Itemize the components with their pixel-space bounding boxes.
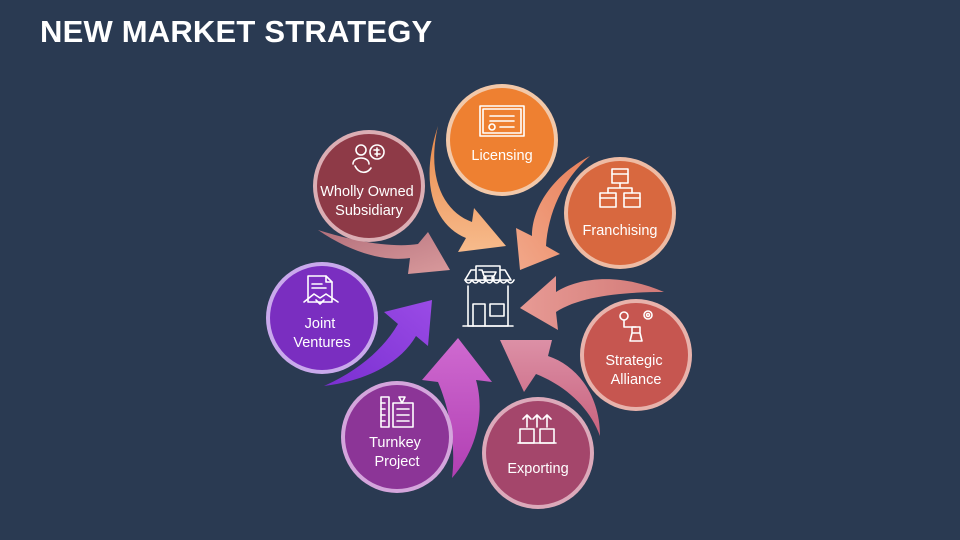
node-label: Franchising — [583, 223, 658, 239]
arrow-wholly-owned — [318, 230, 450, 274]
svg-text:Wholly Owned Subsidiary: Wholly Owned Subsidiary — [320, 184, 418, 219]
export-boxes-icon — [517, 414, 557, 444]
node-label: Joint — [305, 316, 336, 332]
franchise-stores-icon — [599, 168, 641, 208]
node-exporting[interactable]: Exporting — [482, 397, 594, 509]
node-strategic-alliance[interactable]: Strategic Alliance — [580, 299, 692, 411]
market-store-icon — [462, 265, 515, 327]
node-label: Alliance — [611, 372, 662, 388]
node-label: Ventures — [293, 335, 350, 351]
blueprint-tools-icon — [380, 396, 414, 428]
arrow-franchising — [516, 156, 590, 270]
arrow-exporting — [500, 340, 600, 436]
svg-text:Exporting: Exporting — [507, 461, 568, 477]
arrow-strategic-alliance — [520, 276, 664, 330]
node-label: Strategic — [605, 353, 662, 369]
node-joint-ventures[interactable]: Joint Ventures — [266, 262, 378, 374]
node-label: Project — [374, 454, 419, 470]
svg-text:Strategic Alliance: Strategic Alliance — [605, 353, 666, 388]
svg-text:Joint Ventures: Joint Ventures — [293, 316, 350, 351]
people-money-icon — [352, 144, 385, 174]
handshake-document-icon — [303, 275, 339, 305]
node-franchising[interactable]: Franchising — [564, 157, 676, 269]
chess-strategy-icon — [619, 310, 653, 342]
node-label: Licensing — [471, 148, 532, 164]
arrow-joint-ventures — [324, 300, 432, 386]
arrows — [318, 126, 664, 478]
node-licensing[interactable]: Licensing — [446, 84, 558, 196]
node-turnkey-project[interactable]: Turnkey Project — [341, 381, 453, 493]
node-label: Wholly Owned — [320, 184, 413, 200]
arrow-turnkey — [422, 338, 492, 478]
node-label: Subsidiary — [335, 203, 403, 219]
svg-text:Licensing: Licensing — [471, 148, 532, 164]
page-title: NEW MARKET STRATEGY — [40, 14, 433, 49]
svg-text:Turnkey Project: Turnkey Project — [369, 435, 425, 470]
arrow-licensing — [429, 126, 506, 252]
node-label: Turnkey — [369, 435, 422, 451]
node-wholly-owned-subsidiary[interactable]: Wholly Owned Subsidiary — [313, 130, 425, 242]
certificate-icon — [479, 105, 525, 137]
svg-text:Franchising: Franchising — [583, 223, 658, 239]
node-label: Exporting — [507, 461, 568, 477]
